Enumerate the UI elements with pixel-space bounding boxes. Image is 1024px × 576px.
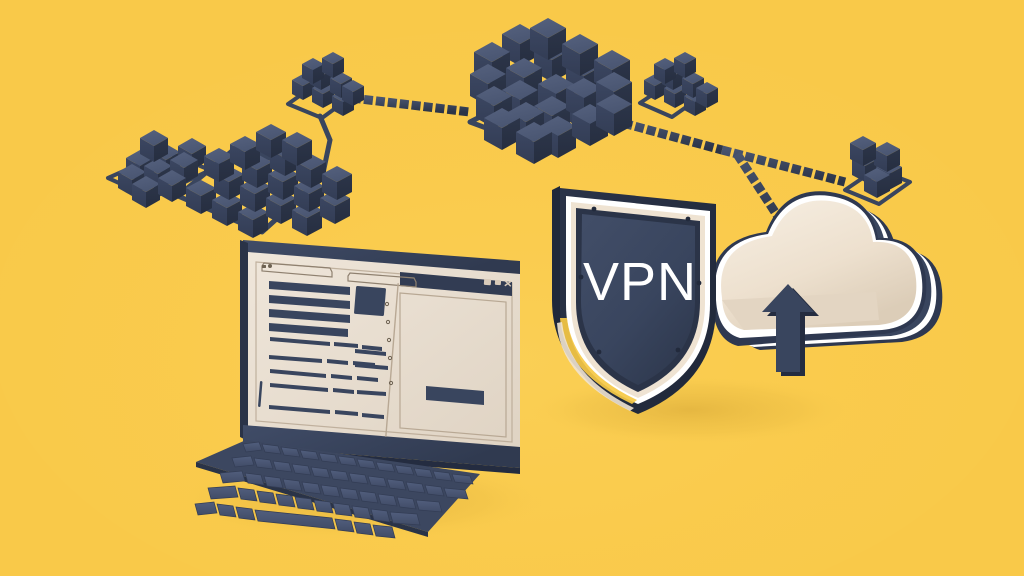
window-titlebar-right xyxy=(400,272,512,296)
window-tab-second[interactable] xyxy=(347,272,417,288)
network-node-small-far-right xyxy=(850,136,902,198)
back-icon xyxy=(262,265,266,268)
voxel-nodes xyxy=(118,18,902,238)
rivet-icon xyxy=(578,274,584,280)
network-node-small-upper-left xyxy=(292,52,364,116)
network-node-small-left xyxy=(118,130,206,208)
rivet-icon xyxy=(696,280,702,286)
shield-gold-accent xyxy=(560,318,637,404)
bullet-dot-icon xyxy=(388,380,394,386)
maximize-icon xyxy=(494,279,502,286)
bullet-dot-icon xyxy=(385,319,391,325)
network-node-small-right-mid xyxy=(644,52,718,116)
close-icon xyxy=(504,280,512,287)
network-node-cluster-left xyxy=(186,124,352,238)
window-controls[interactable] xyxy=(483,278,512,287)
keyboard-keys xyxy=(194,441,474,539)
document-left-panel xyxy=(258,281,388,419)
laptop-bezel-bottom xyxy=(243,425,520,468)
document-right-panel xyxy=(399,292,507,438)
window-tab[interactable] xyxy=(261,262,333,278)
laptop-bezel-top xyxy=(243,240,520,277)
network-node-core-server xyxy=(470,18,632,164)
laptop-bezel-left xyxy=(240,240,248,441)
bullet-dot-icon xyxy=(386,337,392,343)
bullet-dots xyxy=(384,301,394,386)
right-panel-button[interactable] xyxy=(426,386,484,405)
cable-upperleft-to-core xyxy=(351,93,471,117)
vpn-label: VPN xyxy=(583,252,697,312)
cable-right-corner xyxy=(720,145,847,187)
rivet-icon xyxy=(675,347,681,353)
rivet-icon xyxy=(596,349,602,355)
window-nav-icons[interactable] xyxy=(262,264,272,268)
thumbnail-block xyxy=(354,285,386,317)
shield-rivets xyxy=(578,206,702,355)
cloud-body xyxy=(711,191,927,346)
paragraph-rows xyxy=(269,337,388,419)
reload-icon xyxy=(268,264,272,268)
shield-face xyxy=(581,214,695,385)
bullet-dot-icon xyxy=(384,301,390,307)
right-panel-border xyxy=(399,292,507,438)
scrollbar-thumb xyxy=(258,381,263,407)
cloud-upload-arrow-icon xyxy=(762,284,819,376)
panel-divider xyxy=(385,283,399,437)
heading-bars xyxy=(269,281,350,337)
rivet-icon xyxy=(685,216,691,222)
minimize-icon xyxy=(483,278,492,286)
rivet-icon xyxy=(591,206,597,212)
bullet-dot-icon xyxy=(387,355,393,361)
laptop-keyboard[interactable] xyxy=(194,440,480,539)
